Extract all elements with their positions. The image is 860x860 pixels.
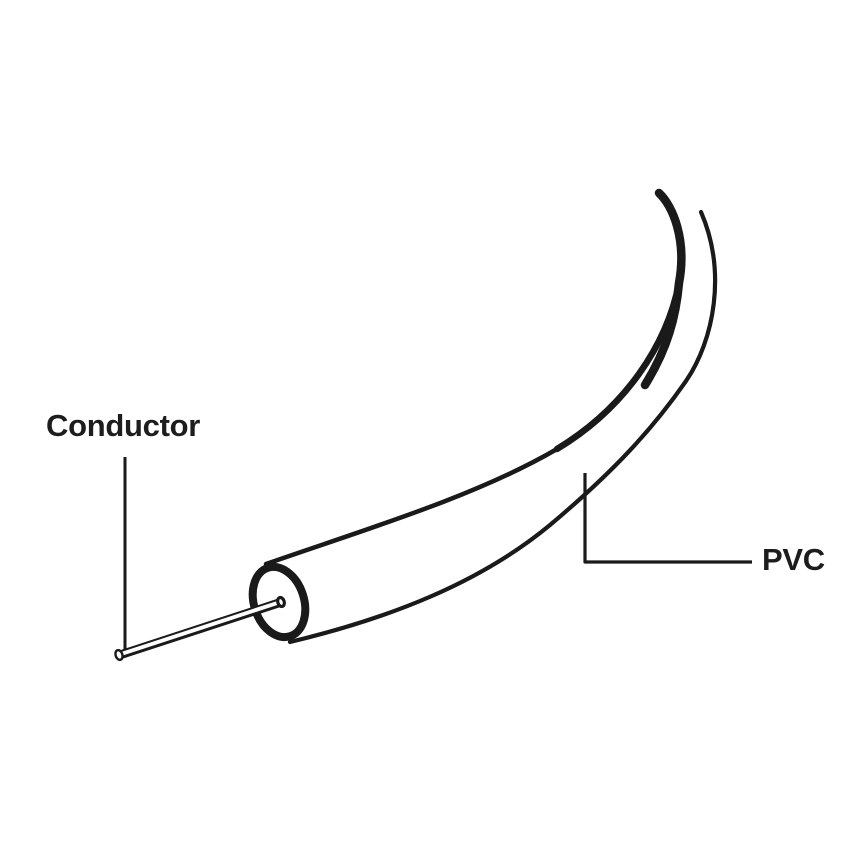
pvc-label: PVC — [762, 542, 825, 577]
conductor-core — [276, 595, 286, 609]
cable-outline-upper — [263, 190, 684, 567]
conductor-wire-body — [118, 599, 282, 658]
cable-outline-lower — [287, 209, 718, 645]
conductor-wire-edge-top — [117, 598, 281, 653]
conductor-label: Conductor — [46, 408, 200, 443]
cable-drawing — [114, 188, 752, 662]
conductor-wire-edge-bottom — [118, 603, 284, 660]
cable-outline-upper-thickest — [640, 188, 686, 390]
pvc-leader-line — [583, 473, 752, 564]
conductor-wire-tip — [114, 648, 124, 662]
